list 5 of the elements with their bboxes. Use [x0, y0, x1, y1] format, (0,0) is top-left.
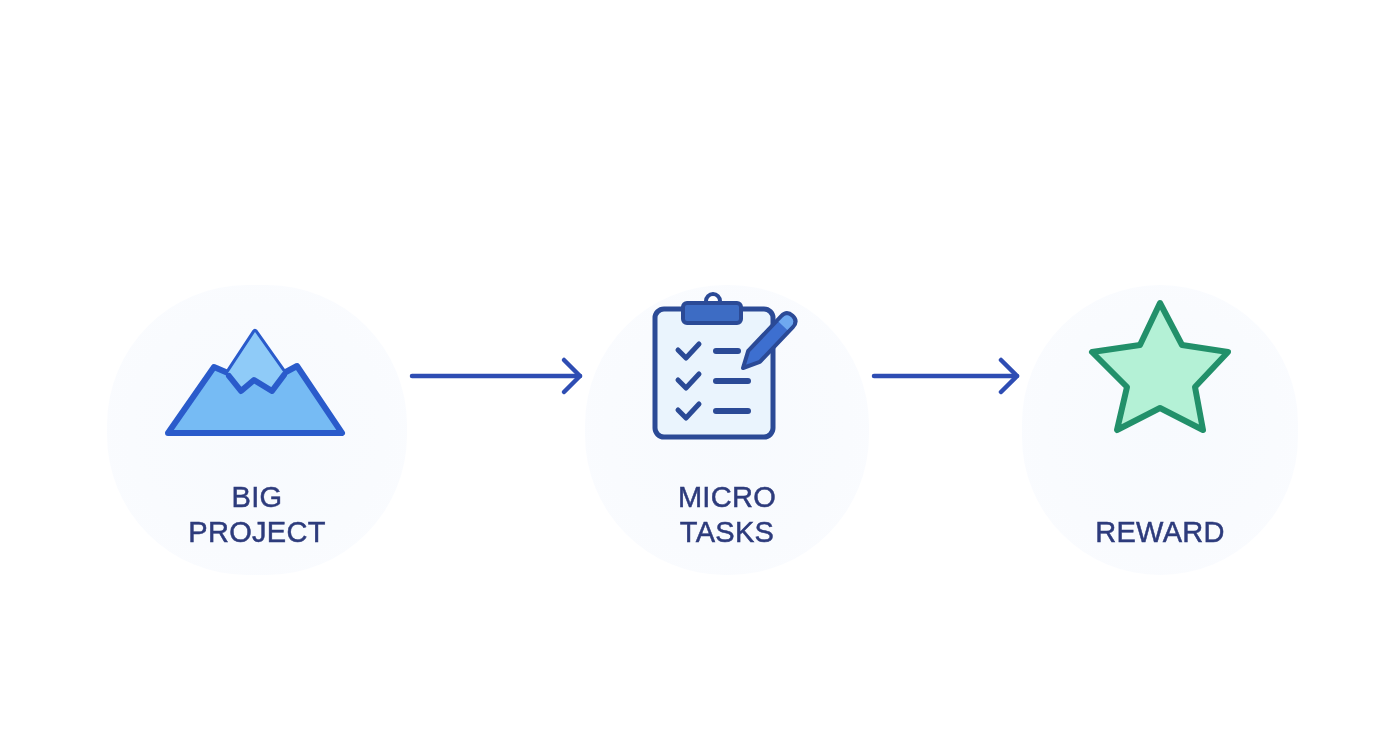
arrow: [409, 357, 583, 395]
node-label: MICRO TASKS: [676, 480, 778, 550]
node-label: REWARD: [1095, 515, 1225, 550]
node-label: BIG PROJECT: [187, 480, 327, 550]
arrow: [871, 357, 1020, 395]
